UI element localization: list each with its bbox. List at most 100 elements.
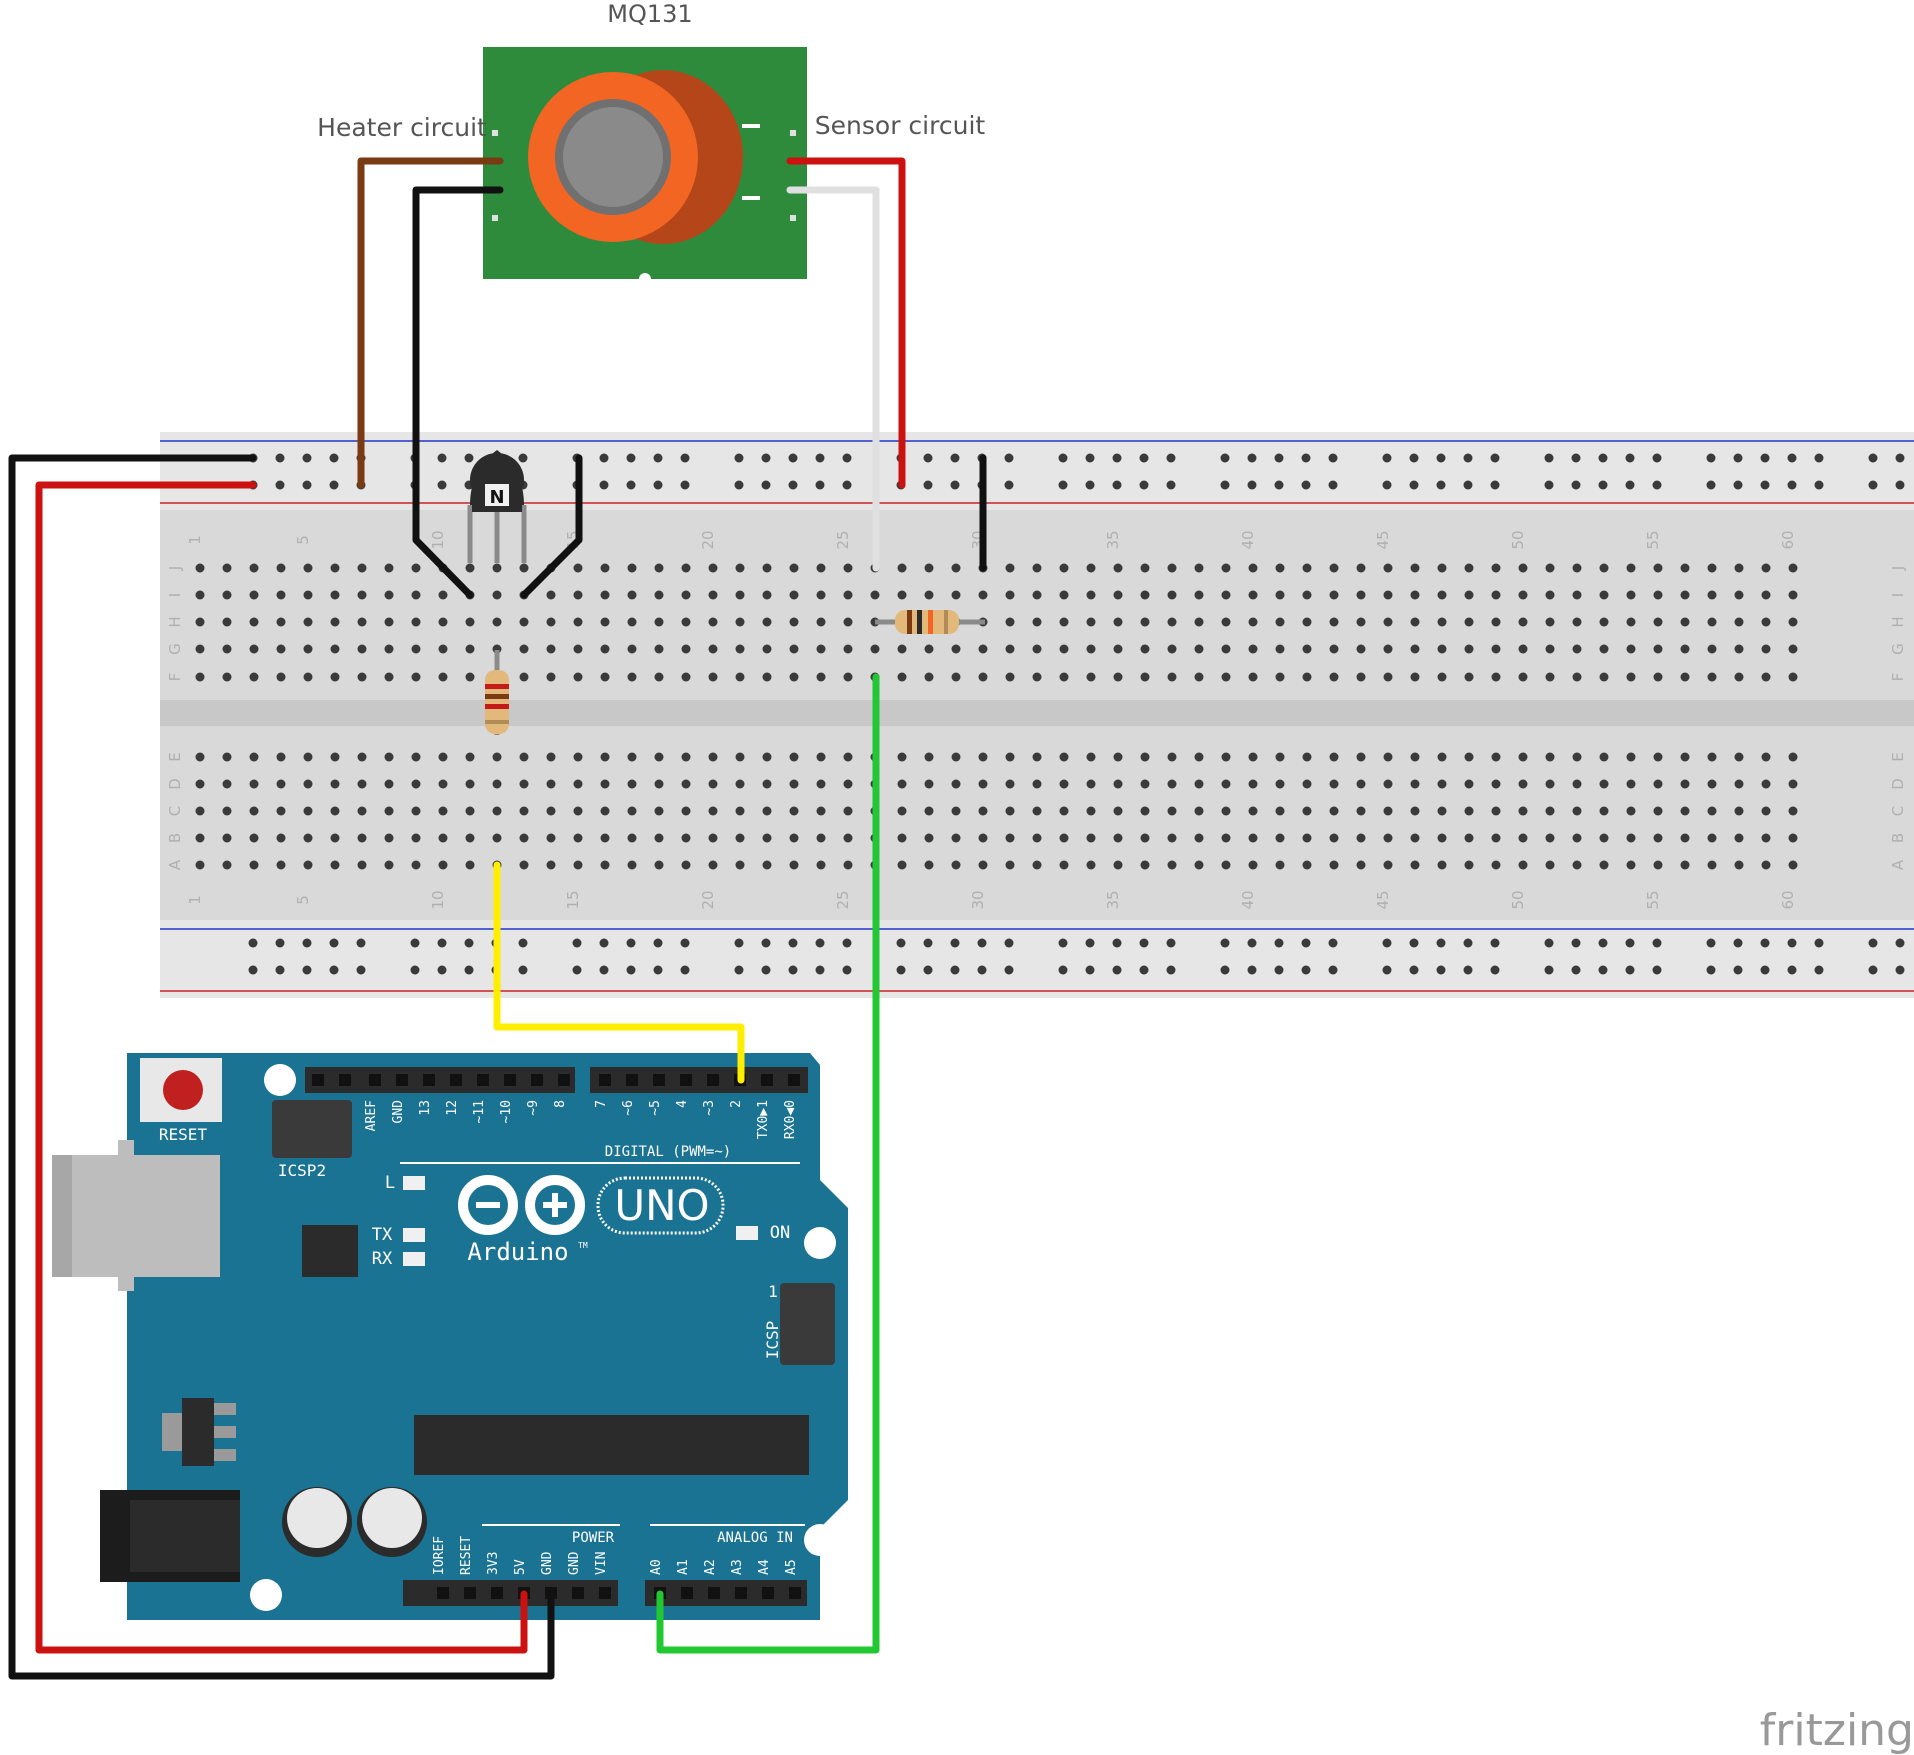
- breadboard-hole[interactable]: [1491, 752, 1501, 762]
- breadboard-hole[interactable]: [1194, 833, 1204, 843]
- rail-hole[interactable]: [842, 938, 852, 948]
- breadboard-hole[interactable]: [1248, 806, 1258, 816]
- breadboard-hole[interactable]: [438, 752, 448, 762]
- breadboard-hole[interactable]: [735, 806, 745, 816]
- breadboard-hole[interactable]: [330, 860, 340, 870]
- breadboard-hole[interactable]: [789, 860, 799, 870]
- breadboard-hole[interactable]: [330, 644, 340, 654]
- breadboard-hole[interactable]: [1761, 833, 1771, 843]
- rail-hole[interactable]: [734, 938, 744, 948]
- rail-hole[interactable]: [1733, 453, 1743, 463]
- breadboard-hole[interactable]: [1194, 590, 1204, 600]
- breadboard-hole[interactable]: [1491, 860, 1501, 870]
- rail-hole[interactable]: [1166, 965, 1176, 975]
- rail-hole[interactable]: [761, 453, 771, 463]
- breadboard-hole[interactable]: [1194, 563, 1204, 573]
- breadboard-hole[interactable]: [1086, 672, 1096, 682]
- breadboard-hole[interactable]: [222, 644, 232, 654]
- rail-hole[interactable]: [1490, 480, 1500, 490]
- rail-hole[interactable]: [518, 453, 528, 463]
- breadboard-hole[interactable]: [978, 779, 988, 789]
- breadboard-hole[interactable]: [1275, 779, 1285, 789]
- breadboard-hole[interactable]: [276, 563, 286, 573]
- breadboard-hole[interactable]: [708, 779, 718, 789]
- breadboard-hole[interactable]: [1140, 590, 1150, 600]
- breadboard-hole[interactable]: [465, 563, 475, 573]
- breadboard-hole[interactable]: [627, 563, 637, 573]
- breadboard-hole[interactable]: [1113, 672, 1123, 682]
- breadboard-hole[interactable]: [519, 833, 529, 843]
- breadboard-hole[interactable]: [384, 644, 394, 654]
- breadboard-hole[interactable]: [1059, 806, 1069, 816]
- rail-hole[interactable]: [1463, 938, 1473, 948]
- breadboard-hole[interactable]: [1626, 644, 1636, 654]
- rail-hole[interactable]: [1490, 965, 1500, 975]
- breadboard-hole[interactable]: [897, 833, 907, 843]
- breadboard-hole[interactable]: [1140, 806, 1150, 816]
- breadboard-hole[interactable]: [1140, 833, 1150, 843]
- header-pin[interactable]: [708, 1587, 720, 1599]
- breadboard-hole[interactable]: [681, 860, 691, 870]
- breadboard-hole[interactable]: [1626, 672, 1636, 682]
- header-pin[interactable]: [680, 1074, 692, 1086]
- breadboard-hole[interactable]: [1194, 752, 1204, 762]
- breadboard-hole[interactable]: [978, 806, 988, 816]
- rail-hole[interactable]: [1895, 453, 1905, 463]
- breadboard-hole[interactable]: [1680, 779, 1690, 789]
- breadboard-hole[interactable]: [1059, 617, 1069, 627]
- breadboard-hole[interactable]: [1788, 752, 1798, 762]
- breadboard-hole[interactable]: [654, 590, 664, 600]
- breadboard-hole[interactable]: [1788, 563, 1798, 573]
- breadboard-hole[interactable]: [1275, 563, 1285, 573]
- breadboard-hole[interactable]: [411, 644, 421, 654]
- breadboard-hole[interactable]: [573, 779, 583, 789]
- breadboard-hole[interactable]: [1626, 752, 1636, 762]
- breadboard-hole[interactable]: [1248, 644, 1258, 654]
- breadboard-hole[interactable]: [1491, 833, 1501, 843]
- breadboard-hole[interactable]: [600, 617, 610, 627]
- breadboard-hole[interactable]: [1086, 833, 1096, 843]
- breadboard-hole[interactable]: [384, 617, 394, 627]
- breadboard-hole[interactable]: [897, 752, 907, 762]
- breadboard-hole[interactable]: [384, 806, 394, 816]
- breadboard-hole[interactable]: [1383, 833, 1393, 843]
- breadboard-hole[interactable]: [1437, 617, 1447, 627]
- breadboard-hole[interactable]: [573, 672, 583, 682]
- rail-hole[interactable]: [1814, 938, 1824, 948]
- breadboard-hole[interactable]: [1599, 806, 1609, 816]
- breadboard-hole[interactable]: [816, 806, 826, 816]
- rail-hole[interactable]: [680, 480, 690, 490]
- breadboard-hole[interactable]: [1059, 833, 1069, 843]
- breadboard-hole[interactable]: [438, 672, 448, 682]
- breadboard-hole[interactable]: [816, 590, 826, 600]
- breadboard-hole[interactable]: [1437, 860, 1447, 870]
- breadboard-hole[interactable]: [789, 590, 799, 600]
- breadboard-hole[interactable]: [654, 617, 664, 627]
- breadboard-hole[interactable]: [1302, 779, 1312, 789]
- breadboard-hole[interactable]: [1059, 672, 1069, 682]
- breadboard-hole[interactable]: [573, 833, 583, 843]
- breadboard-hole[interactable]: [1140, 860, 1150, 870]
- breadboard-hole[interactable]: [816, 563, 826, 573]
- breadboard-hole[interactable]: [1572, 672, 1582, 682]
- header-pin[interactable]: [599, 1074, 611, 1086]
- rail-hole[interactable]: [1814, 453, 1824, 463]
- rail-hole[interactable]: [977, 938, 987, 948]
- breadboard-hole[interactable]: [1032, 860, 1042, 870]
- rail-hole[interactable]: [653, 453, 663, 463]
- rail-hole[interactable]: [1247, 453, 1257, 463]
- rail-hole[interactable]: [1004, 480, 1014, 490]
- rail-hole[interactable]: [437, 965, 447, 975]
- rail-hole[interactable]: [1868, 453, 1878, 463]
- breadboard-hole[interactable]: [654, 563, 664, 573]
- breadboard-hole[interactable]: [1086, 860, 1096, 870]
- rail-hole[interactable]: [950, 965, 960, 975]
- header-pin[interactable]: [423, 1074, 435, 1086]
- rail-hole[interactable]: [572, 965, 582, 975]
- rail-hole[interactable]: [1652, 453, 1662, 463]
- breadboard-hole[interactable]: [411, 672, 421, 682]
- header-pin[interactable]: [681, 1587, 693, 1599]
- rail-hole[interactable]: [1652, 965, 1662, 975]
- breadboard-hole[interactable]: [1761, 806, 1771, 816]
- breadboard-hole[interactable]: [1626, 860, 1636, 870]
